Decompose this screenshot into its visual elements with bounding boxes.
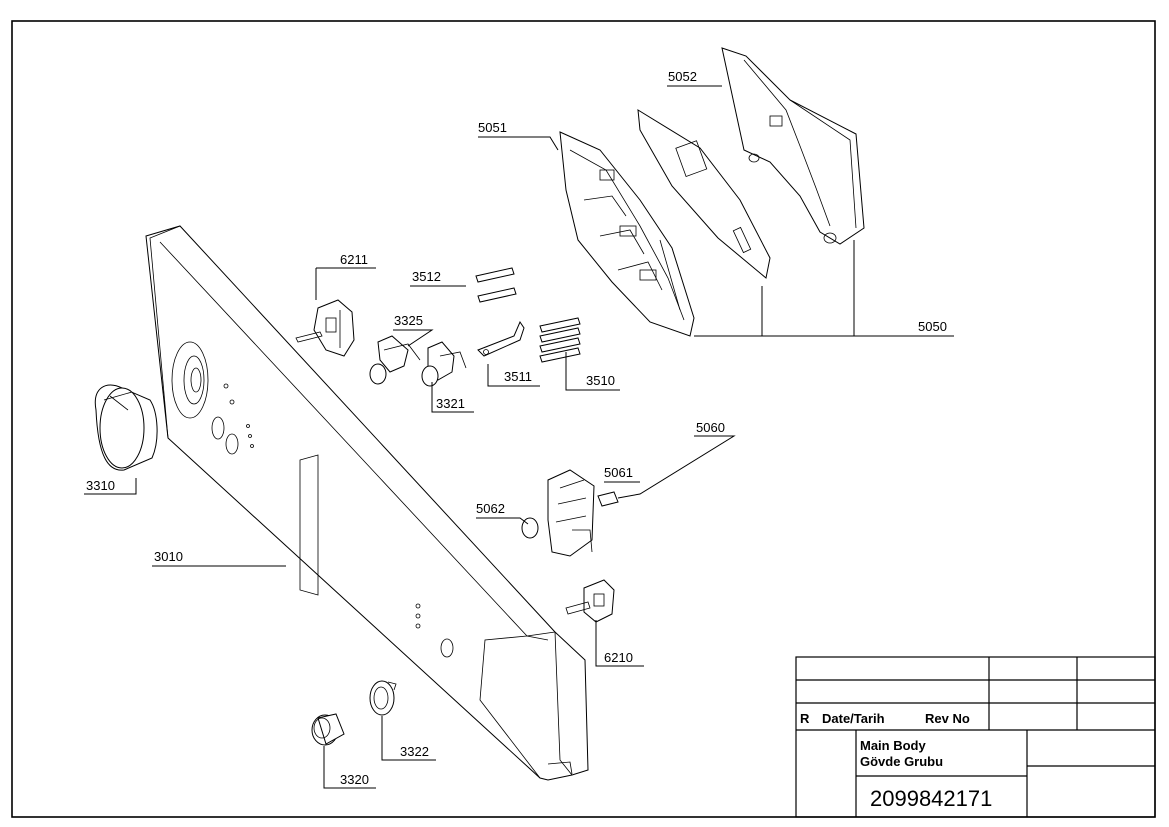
part-label-5060: 5060 [696, 420, 725, 435]
part-label-3320: 3320 [340, 772, 369, 787]
selector-3321 [421, 341, 467, 387]
part-label-5052: 5052 [668, 69, 697, 84]
part-label-6210: 6210 [604, 650, 633, 665]
title-block [795, 656, 1156, 818]
part-label-5062: 5062 [476, 501, 505, 516]
part-label-5051: 5051 [478, 120, 507, 135]
part-label-3010: 3010 [154, 549, 183, 564]
title-block-name-en: Main Body [860, 738, 926, 753]
light-pipe-3511 [477, 320, 525, 357]
switch-6210 [565, 579, 615, 623]
door-lock-5061 [547, 469, 595, 557]
part-label-3512: 3512 [412, 269, 441, 284]
leader-lines [84, 85, 954, 789]
title-block-drawing-number: 2099842171 [870, 786, 992, 811]
part-label-5061: 5061 [604, 465, 633, 480]
board-holder-5051 [559, 131, 695, 337]
part-label-5050: 5050 [918, 319, 947, 334]
switch-6211 [295, 299, 355, 357]
button-ring-3322 [369, 680, 397, 716]
knob-3310 [94, 384, 158, 471]
title-block-date-label: Date/Tarih [822, 711, 885, 726]
part-label-6211: 6211 [340, 252, 368, 267]
part-label-3310: 3310 [86, 478, 115, 493]
title-block-rev-marker: R [800, 711, 810, 726]
title-block-name-tr: Gövde Grubu [860, 754, 943, 769]
pcb-board [637, 109, 771, 279]
led-pins-3512 [475, 267, 517, 303]
part-label-3510: 3510 [586, 373, 615, 388]
selector-3325 [369, 335, 421, 385]
part-label-3322: 3322 [400, 744, 429, 759]
main-body-panel-3010 [145, 225, 589, 781]
board-cover-5052 [721, 47, 865, 245]
light-pipes-3510 [539, 317, 581, 363]
title-block-rev-label: Rev No [925, 711, 970, 726]
part-label-3325: 3325 [394, 313, 423, 328]
drawing-frame [11, 20, 1156, 818]
part-label-3511: 3511 [504, 369, 532, 384]
part-label-3321: 3321 [436, 396, 465, 411]
button-cap-3320 [311, 713, 345, 746]
connector-5060 [597, 491, 619, 507]
